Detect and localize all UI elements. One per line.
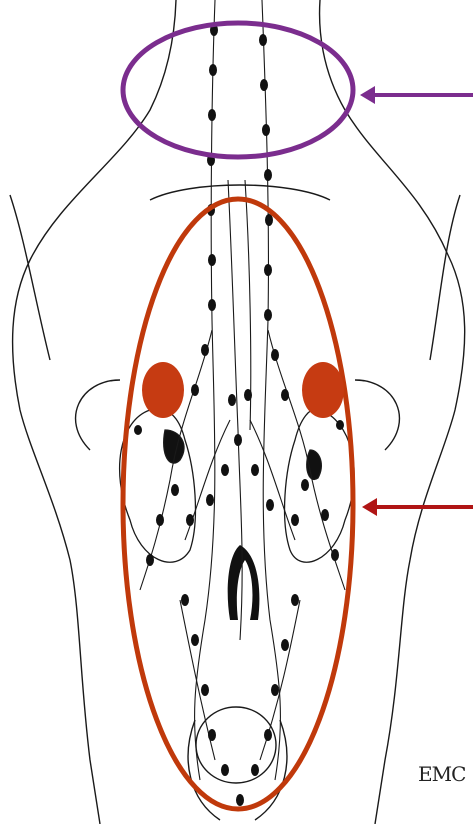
lower-region-arrow [362, 498, 473, 516]
left-marker-dot [142, 362, 184, 418]
kidney-left [120, 409, 196, 562]
central-organ [228, 545, 260, 620]
upper-region-highlight [123, 23, 353, 157]
publisher-watermark: EMC [418, 762, 465, 786]
upper-region-arrow [360, 86, 473, 104]
lower-region-highlight [123, 199, 353, 809]
right-marker-dot [302, 362, 344, 418]
